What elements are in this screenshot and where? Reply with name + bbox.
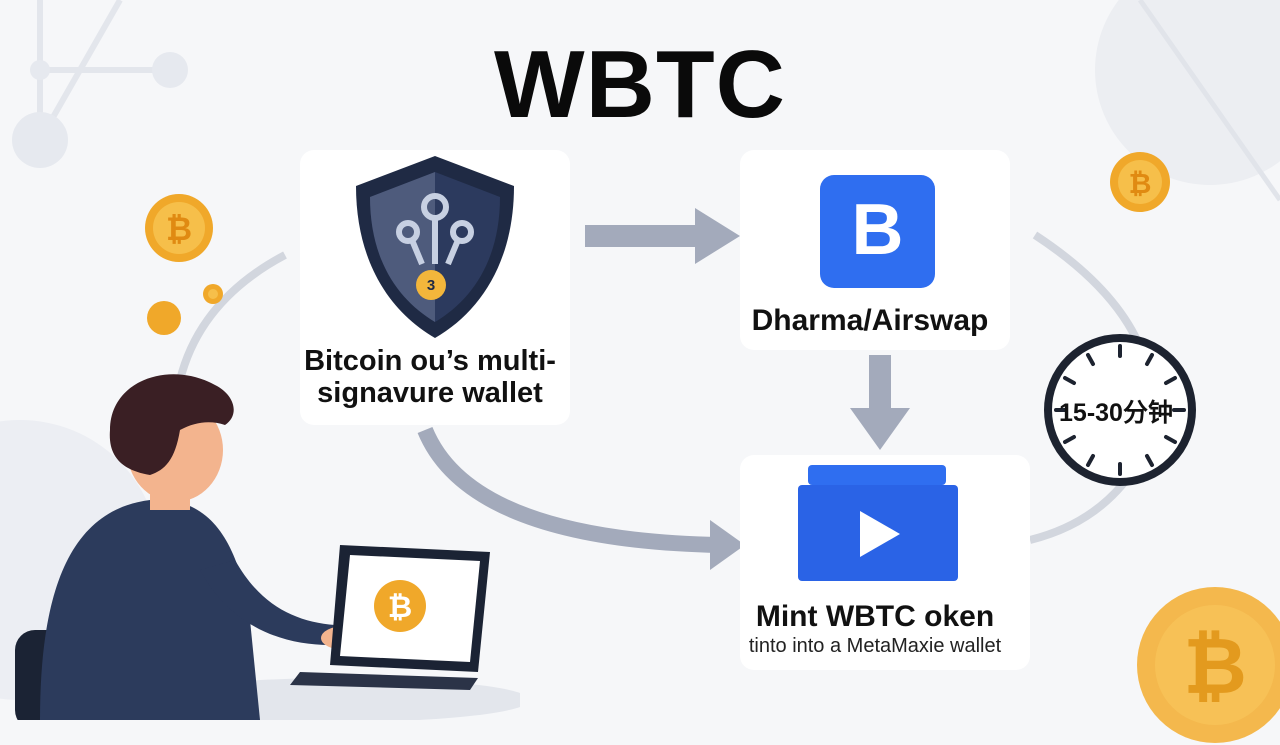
bitcoin-coin-icon: ₿: [1110, 152, 1170, 212]
svg-text:₿: ₿: [388, 590, 412, 625]
mint-step-title: Mint WBTC oken: [755, 600, 995, 633]
coin-dot-small: [203, 284, 223, 304]
dharma-step-label: Dharma/Airswap: [751, 304, 989, 337]
person-illustration: ₿: [15, 374, 520, 720]
laptop-icon: ₿: [290, 545, 490, 690]
wallet-play-icon: [798, 465, 958, 581]
svg-text:₿: ₿: [166, 210, 192, 248]
dharma-logo-icon: B: [820, 175, 935, 288]
coin-dot-large: [147, 301, 181, 335]
bitcoin-coin-icon: ₿: [145, 194, 213, 262]
bitcoin-coin-icon: ₿: [1137, 587, 1280, 743]
shield-badge: 3: [426, 277, 436, 294]
dharma-logo-letter: B: [851, 190, 904, 270]
arrow-dharma-to-mint-head: [850, 408, 910, 450]
arrow-wallet-to-dharma-head: [695, 208, 740, 264]
wallet-step-label: Bitcoin ou’s multi-signavure wallet: [304, 345, 556, 409]
arrow-wallet-to-mint-head: [710, 520, 745, 570]
svg-text:₿: ₿: [1183, 622, 1247, 712]
page-title: WBTC: [494, 31, 786, 138]
shield-keys-icon: [356, 156, 514, 338]
arrow-wallet-to-mint: [417, 426, 721, 553]
clock-icon: [1044, 334, 1196, 486]
mint-step-subtitle: tinto into a MetaMaxie wallet: [748, 635, 1002, 657]
svg-text:₿: ₿: [1129, 167, 1152, 200]
timer-label: 15-30分钟: [1059, 399, 1173, 427]
left-arc: [176, 251, 287, 381]
